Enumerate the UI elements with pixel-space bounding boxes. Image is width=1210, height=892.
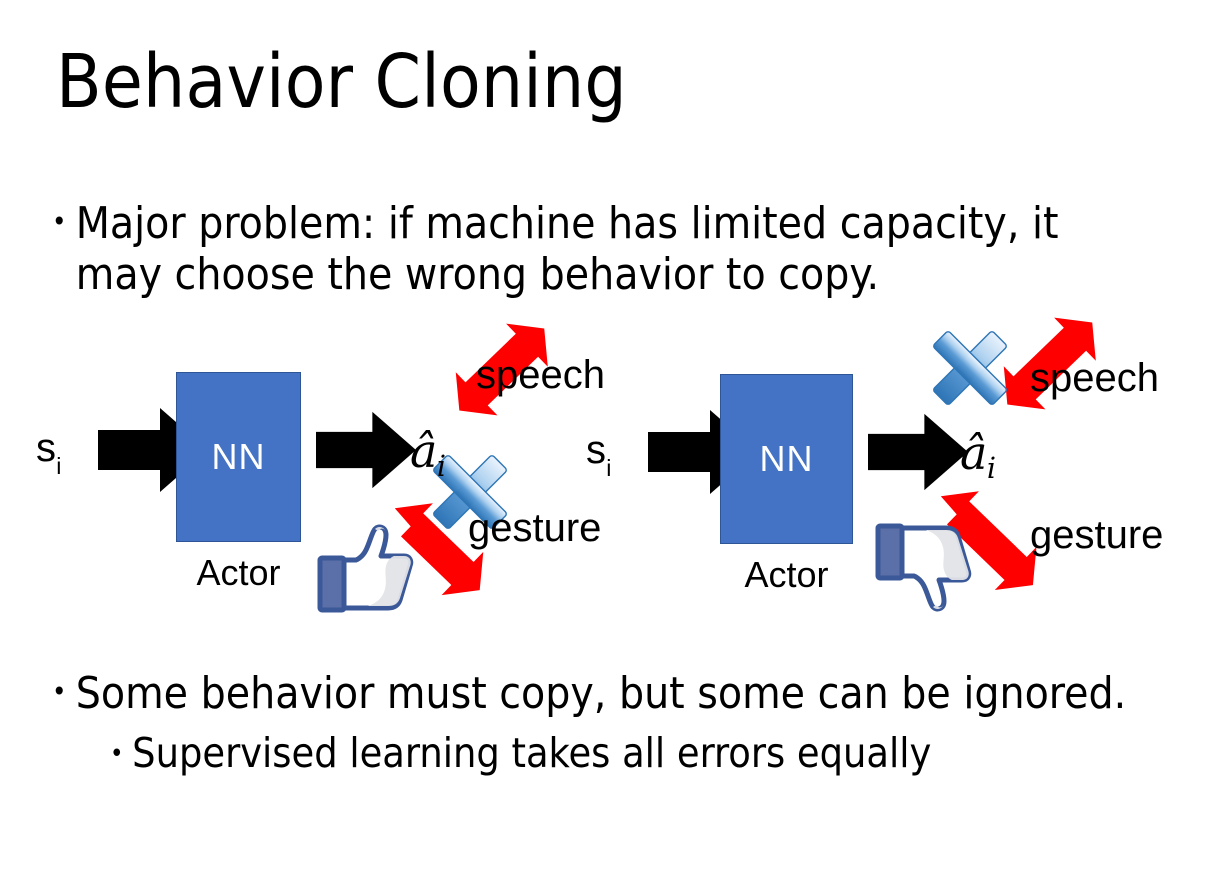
bullet-bottom-level1-text: Some behavior must copy, but some can be…: [75, 668, 1127, 719]
input-state-label-left: si: [36, 426, 61, 477]
bullet-bottom-level2-text: Supervised learning takes all errors equ…: [132, 729, 932, 777]
actor-caption-left: Actor: [196, 552, 281, 593]
blue-cross-icon-right: [933, 331, 1007, 405]
actor-caption-right: Actor: [744, 554, 829, 595]
output-action-subscript: i: [436, 449, 446, 483]
nn-box-left: NN: [176, 372, 301, 542]
output-action-symbol: â: [410, 424, 438, 478]
input-state-label-right: si: [586, 428, 611, 479]
output-action-label-right: âi: [960, 430, 997, 482]
nn-box-label-right: NN: [759, 438, 814, 479]
red-arrow-speech-left: [455, 323, 548, 416]
branch-arrows-left: [394, 323, 548, 596]
input-state-symbol: s: [586, 428, 606, 472]
branch-label-speech-right: speech: [1030, 356, 1159, 400]
diagram-right: si NN Actor: [578, 317, 1163, 630]
bullet-top: • Major problem: if machine has limited …: [52, 198, 1122, 301]
bullet-bottom-level1: • Some behavior must copy, but some can …: [52, 668, 1162, 719]
bullet-bottom-level2: • Supervised learning takes all errors e…: [110, 729, 1150, 778]
branch-label-speech-left: speech: [476, 353, 605, 397]
arrow-nn-to-output-right: [868, 413, 968, 491]
output-action-symbol: â: [960, 426, 988, 480]
blue-cross-icon-left: [433, 455, 507, 529]
red-arrow-gesture-right: [940, 491, 1037, 591]
output-action-label-left: âi: [410, 428, 447, 480]
arrow-nn-to-output-left: [316, 411, 416, 489]
bullet-marker-icon: •: [52, 677, 67, 709]
branch-label-gesture-right: gesture: [1030, 513, 1164, 557]
diagram-left: si NN Actor: [28, 323, 608, 630]
branch-arrows-right: [933, 317, 1096, 591]
input-state-subscript: i: [56, 452, 62, 479]
thumbs-up-icon: [317, 524, 414, 613]
red-arrow-gesture-left: [394, 503, 484, 596]
output-action-subscript: i: [986, 451, 996, 485]
input-state-symbol: s: [36, 426, 56, 470]
red-arrow-speech-right: [1003, 317, 1096, 410]
bullet-marker-icon: •: [110, 737, 124, 768]
bullet-marker-icon: •: [52, 207, 67, 239]
nn-box-label-left: NN: [211, 436, 266, 477]
branch-label-gesture-left: gesture: [468, 506, 602, 550]
nn-box-right: NN: [720, 374, 853, 544]
bullet-top-text: Major problem: if machine has limited ca…: [75, 198, 1059, 301]
thumbs-down-icon: [875, 523, 972, 612]
page-title: Behavior Cloning: [56, 39, 627, 125]
input-state-subscript: i: [606, 454, 612, 481]
